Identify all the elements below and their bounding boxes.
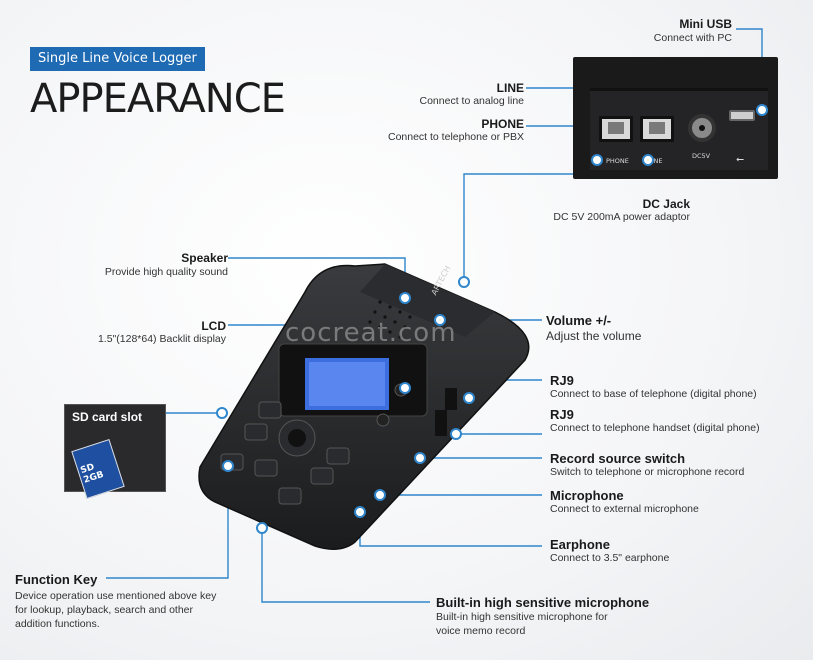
- watermark: cocreat.com: [285, 318, 457, 348]
- dc-port-text: DC5V: [692, 152, 711, 160]
- line-jack: [640, 116, 674, 142]
- record-source-label: Record source switch: [550, 451, 686, 466]
- line-desc: Connect to analog line: [419, 95, 525, 107]
- builtin-mic-line: [261, 528, 430, 603]
- rj9-base-desc: Connect to base of telephone (digital ph…: [550, 388, 757, 400]
- dc-jack: [688, 114, 716, 142]
- mini-usb-desc: Connect with PC: [653, 32, 732, 44]
- product-tag: Single Line Voice Logger: [30, 47, 205, 71]
- microphone-label: Microphone: [550, 488, 624, 503]
- earphone-desc: Connect to 3.5" earphone: [550, 552, 670, 564]
- sd-slot-label: SD card slot: [72, 410, 143, 424]
- lcd-dot: [399, 382, 411, 394]
- record-source-desc: Switch to telephone or microphone record: [550, 466, 745, 478]
- phone-port-text: PHONE: [606, 157, 629, 165]
- line-dot: [642, 154, 654, 166]
- function-key-desc-2: for lookup, playback, search and other: [15, 604, 194, 616]
- dc-dot: [458, 276, 470, 288]
- rj9-base-label: RJ9: [550, 373, 574, 388]
- volume-label: Volume +/-: [546, 313, 612, 328]
- speaker-dot: [399, 292, 411, 304]
- earphone-dot: [354, 506, 366, 518]
- volume-desc: Adjust the volume: [546, 329, 642, 343]
- mini-usb-label: Mini USB: [679, 17, 732, 31]
- phone-dot: [591, 154, 603, 166]
- record-source-dot: [414, 452, 426, 464]
- builtin-mic-desc-2: voice memo record: [436, 625, 526, 637]
- mini-usb-dot: [756, 104, 768, 116]
- function-key-label: Function Key: [15, 572, 98, 587]
- voice-logger-device: [198, 263, 530, 550]
- page-title: APPEARANCE: [30, 76, 286, 122]
- microphone-dot: [374, 489, 386, 501]
- function-key-dot: [222, 460, 234, 472]
- line-port-text: LINE: [648, 157, 663, 165]
- rj9-handset-dot: [450, 428, 462, 440]
- speaker-desc: Provide high quality sound: [104, 266, 228, 278]
- phone-desc: Connect to telephone or PBX: [387, 131, 524, 143]
- sd-slot-dot: [216, 407, 228, 419]
- dc-jack-label: DC Jack: [642, 197, 690, 211]
- earphone-label: Earphone: [550, 537, 610, 552]
- phone-jack: [599, 116, 633, 142]
- line-label: LINE: [496, 81, 524, 95]
- volume-dot: [434, 314, 446, 326]
- rj9-base-dot: [463, 392, 475, 404]
- dc-jack-desc: DC 5V 200mA power adaptor: [553, 211, 690, 223]
- lcd-desc: 1.5"(128*64) Backlit display: [97, 333, 226, 345]
- rj9-handset-desc: Connect to telephone handset (digital ph…: [550, 422, 760, 434]
- builtin-mic-dot: [256, 522, 268, 534]
- usb-symbol-icon: ⭠: [736, 154, 744, 165]
- function-key-desc-3: addition functions.: [15, 618, 100, 630]
- speaker-label: Speaker: [181, 251, 228, 265]
- mini-usb-port: [729, 110, 755, 121]
- rj9-handset-label: RJ9: [550, 407, 574, 422]
- builtin-mic-desc-1: Built-in high sensitive microphone for: [436, 611, 608, 623]
- phone-label: PHONE: [481, 117, 524, 131]
- lcd-label: LCD: [201, 319, 226, 333]
- function-key-desc-1: Device operation use mentioned above key: [15, 590, 217, 602]
- builtin-mic-label: Built-in high sensitive microphone: [436, 595, 650, 610]
- microphone-desc: Connect to external microphone: [550, 503, 699, 515]
